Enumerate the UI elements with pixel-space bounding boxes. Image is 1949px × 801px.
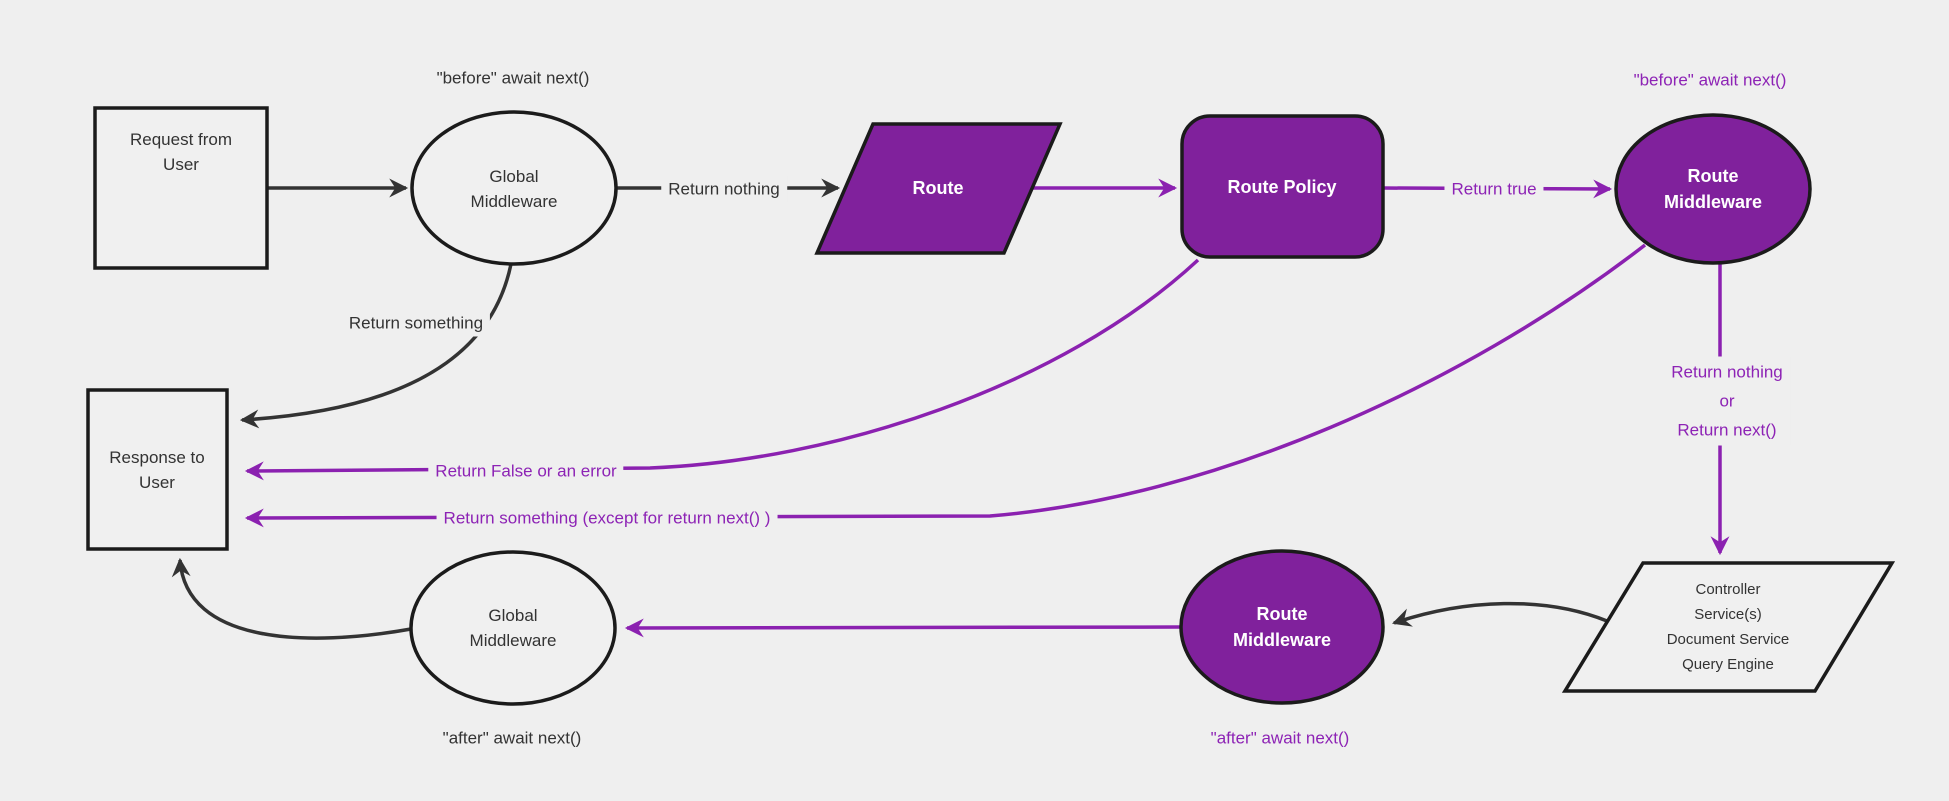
edge-route-middleware-after-to-global-middleware-after xyxy=(624,618,1182,638)
annotation-after-route-middleware: "after" await next() xyxy=(1210,728,1350,748)
node-global-middleware-before xyxy=(410,110,618,266)
label-route-middleware-before: Route Middleware xyxy=(1663,166,1763,212)
edge-label-return-true: Return true xyxy=(1444,175,1544,203)
node-response-to-user xyxy=(86,388,229,551)
edge-services-to-route-middleware-after xyxy=(1392,601,1608,627)
node-route-policy xyxy=(1180,114,1385,259)
label-global-middleware-after: Global Middleware xyxy=(469,606,557,650)
edge-label-return-nothing: Return nothing xyxy=(661,175,787,203)
edge-global-middleware-return-something xyxy=(239,263,513,429)
node-request-from-user xyxy=(93,106,269,270)
edge-route-policy-return-false xyxy=(244,258,1200,481)
edge-route-middleware-return-something xyxy=(244,243,1647,528)
label-global-middleware-before: Global Middleware xyxy=(470,167,558,211)
node-controller-services xyxy=(1561,561,1896,693)
label-controller-services: Controller Service(s) Document Service Q… xyxy=(1666,581,1790,673)
annotation-before-route-middleware: "before" await next() xyxy=(1633,70,1787,90)
node-route-middleware-before xyxy=(1614,113,1812,265)
edge-global-middleware-after-to-response xyxy=(171,557,412,640)
node-route-middleware-after xyxy=(1179,549,1385,705)
label-route-middleware-after: Route Middleware xyxy=(1232,604,1332,650)
annotation-before-global-middleware: "before" await next() xyxy=(436,68,590,88)
node-route xyxy=(814,122,1063,255)
edge-label-return-something: Return something xyxy=(341,309,491,337)
label-route: Route xyxy=(912,178,964,198)
edge-label-return-false-or-error: Return False or an error xyxy=(428,457,624,485)
label-route-policy: Route Policy xyxy=(1227,177,1337,197)
edge-label-return-nothing-or-next: Return nothing or Return next() xyxy=(1664,356,1790,446)
annotation-after-global-middleware: "after" await next() xyxy=(442,728,582,748)
edge-label-return-something-except-next: Return something (except for return next… xyxy=(436,504,778,532)
label-response-to-user: Response to User xyxy=(109,448,205,492)
node-global-middleware-after xyxy=(409,550,617,706)
label-request-from-user: Request from User xyxy=(129,130,233,174)
